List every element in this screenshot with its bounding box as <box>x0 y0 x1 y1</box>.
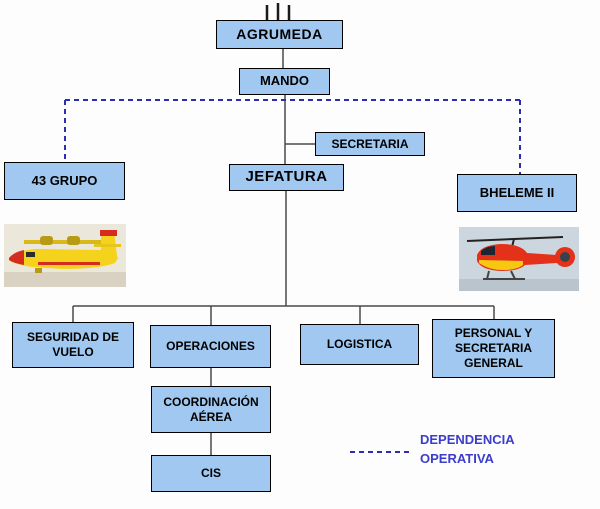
rescue-helicopter-photo <box>459 227 579 291</box>
node-personal-y-secretaria-general: PERSONAL Y SECRETARIA GENERAL <box>432 319 555 378</box>
node-cis: CIS <box>151 455 271 492</box>
node-seguridad-de-vuelo: SEGURIDAD DE VUELO <box>12 322 134 368</box>
node-mando: MANDO <box>239 68 330 95</box>
node-coordinacion-aerea: COORDINACIÓN AÉREA <box>151 386 271 433</box>
canadair-seaplane-photo <box>4 224 126 287</box>
node-operaciones: OPERACIONES <box>150 325 271 368</box>
node-bheleme-ii: BHELEME II <box>457 174 577 212</box>
node-secretaria: SECRETARIA <box>315 132 425 156</box>
node-43-grupo: 43 GRUPO <box>4 162 125 200</box>
node-agrumeda: AGRUMEDA <box>216 20 343 49</box>
legend-label: DEPENDENCIA OPERATIVA <box>420 432 515 466</box>
node-logistica: LOGISTICA <box>300 324 419 365</box>
node-jefatura: JEFATURA <box>229 164 344 191</box>
